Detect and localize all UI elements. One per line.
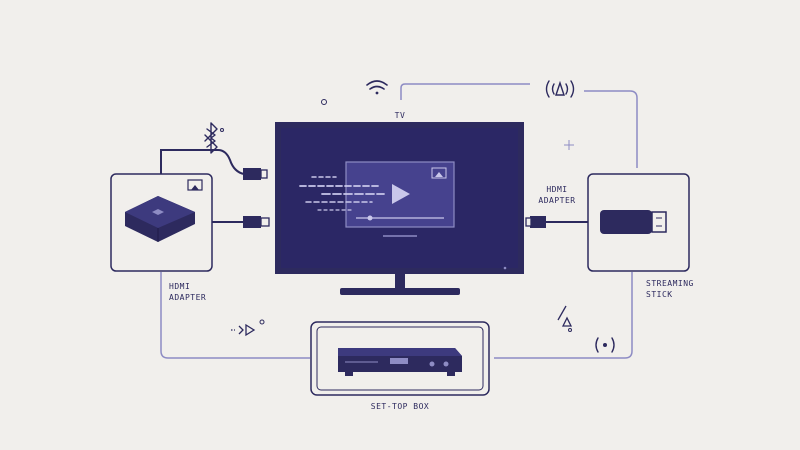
set-top-button xyxy=(429,361,435,367)
airplay-icon xyxy=(187,179,203,191)
set-top-inner-frame xyxy=(316,326,484,391)
hdmi-adapter-right-line2: ADAPTER xyxy=(538,196,576,205)
tv-label: TV xyxy=(394,111,406,120)
motion-streaks xyxy=(299,176,385,211)
hdmi-adapter-right-line1: HDMI xyxy=(546,185,568,194)
streaming-stick-label: STREAMING STICK xyxy=(646,278,694,300)
adapter-to-box-line xyxy=(160,272,310,359)
hdmi-adapter-right-label: HDMI ADAPTER xyxy=(532,184,582,206)
set-top-box-device xyxy=(310,321,490,396)
play-icon xyxy=(392,184,410,204)
left-device xyxy=(110,173,213,272)
streaming-stick-line1: STREAMING xyxy=(646,279,694,288)
sparkle-icon xyxy=(564,140,574,150)
wifi-link-top xyxy=(400,83,530,100)
set-top-foot xyxy=(345,372,353,376)
connection-lines xyxy=(160,83,638,359)
hdmi-plug-top xyxy=(243,168,268,180)
stick-to-box-line xyxy=(494,272,633,359)
tv xyxy=(275,122,524,295)
media-box-logo xyxy=(152,209,164,215)
set-top-foot xyxy=(447,372,455,376)
set-top-display xyxy=(390,358,408,364)
hdmi-plug-right xyxy=(525,216,546,228)
media-box xyxy=(125,196,195,242)
broadcast-icon xyxy=(545,80,575,98)
mini-cast-icon xyxy=(435,172,443,177)
broadcast-link-top xyxy=(584,90,638,168)
signal-icon xyxy=(595,337,615,353)
bluetooth-icon xyxy=(204,122,218,154)
tv-stand-neck xyxy=(395,273,405,289)
right-device xyxy=(587,173,690,272)
tv-stand-base xyxy=(340,288,460,295)
mini-cast-frame xyxy=(431,167,447,179)
cables xyxy=(160,149,588,223)
streaming-stick-line2: STICK xyxy=(646,290,673,299)
dot-icon xyxy=(220,128,224,132)
video-progress-knob xyxy=(367,215,373,221)
streaming-stick xyxy=(600,210,667,234)
dot-icon xyxy=(259,319,265,325)
set-top-button xyxy=(443,361,449,367)
arrow-icon xyxy=(231,323,256,337)
dot-icon xyxy=(568,328,572,332)
set-top-top xyxy=(338,348,462,356)
tv-power-light xyxy=(503,266,507,270)
hdmi-plugs xyxy=(243,168,546,228)
hdmi-adapter-left-line2: ADAPTER xyxy=(169,293,207,302)
top-left-cable xyxy=(160,149,245,175)
dot-icon xyxy=(321,99,327,105)
shapes-icon xyxy=(557,305,573,327)
wifi-icon xyxy=(366,80,388,95)
hdmi-adapter-left-line1: HDMI xyxy=(169,282,191,291)
hdmi-adapter-left-label: HDMI ADAPTER xyxy=(169,281,206,303)
set-top-box-label: SET-TOP BOX xyxy=(370,402,430,411)
hdmi-plug-left xyxy=(243,216,270,228)
